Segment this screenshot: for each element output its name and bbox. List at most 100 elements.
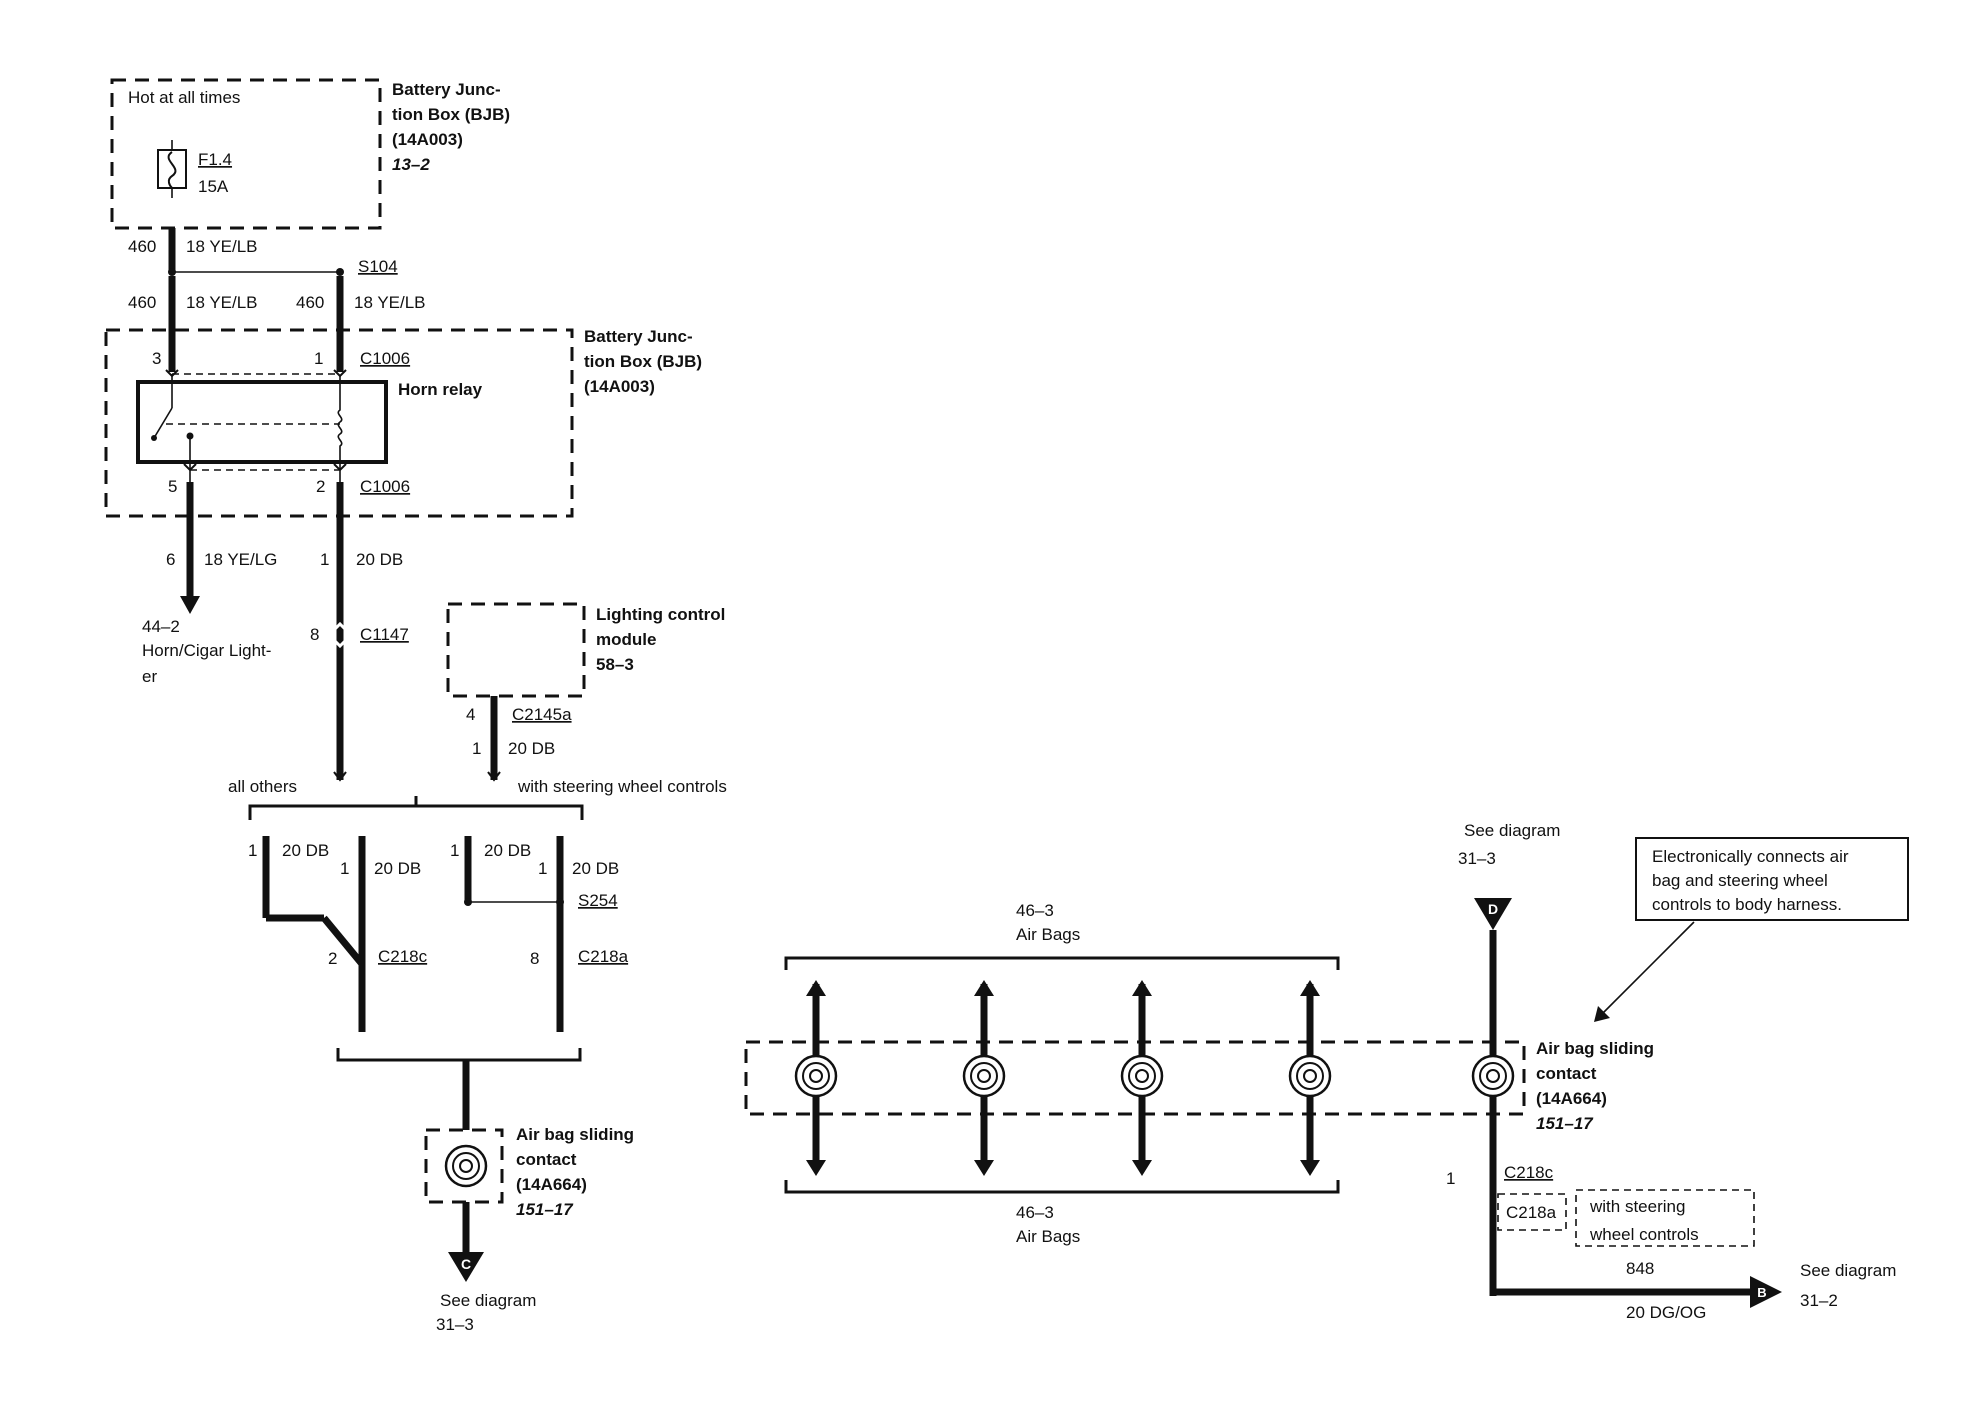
- sliding-right-title1: Air bag sliding: [1536, 1039, 1654, 1058]
- variant-all-others: all others: [228, 777, 297, 796]
- pin-2: 2: [316, 477, 325, 496]
- lcm-ref: 58–3: [596, 655, 634, 674]
- airbags-top-ref: 46–3: [1016, 901, 1054, 920]
- horn-label-line1: Horn/Cigar Light-: [142, 641, 271, 660]
- sliding-contact-strip: [744, 1040, 1526, 1116]
- see-diagram-c: See diagram: [440, 1291, 536, 1310]
- see-diagram-b: See diagram: [1800, 1261, 1896, 1280]
- bjb-title-line2: tion Box (BJB): [392, 105, 510, 124]
- c218-w3-gauge: 20 DB: [484, 841, 531, 860]
- option-dashed-box: [1575, 1189, 1755, 1247]
- airbag-contact-1: [794, 980, 838, 1176]
- wire-right-circuit: 460: [296, 293, 324, 312]
- wire-top-circuit: 460: [128, 237, 156, 256]
- sliding-right-title3: (14A664): [1536, 1089, 1607, 1108]
- c218-w2-pin: 1: [340, 859, 349, 878]
- air-bag-sliding-contact-left: Air bag sliding contact (14A664) 151–17: [424, 1125, 634, 1219]
- note-line3: controls to body harness.: [1652, 895, 1842, 914]
- see-diagram-c-ref: 31–3: [436, 1315, 474, 1334]
- wire-left-circuit: 460: [128, 293, 156, 312]
- note-pointer: [1599, 921, 1695, 1017]
- horn-relay-label: Horn relay: [398, 380, 483, 399]
- lcm-conn-pin: 4: [466, 705, 475, 724]
- c218-w2-gauge: 20 DB: [374, 859, 421, 878]
- right-conn-c218c: C218c: [1504, 1163, 1554, 1182]
- marker-c-triangle: [448, 1252, 484, 1282]
- airbags-bottom-bracket: [784, 1180, 1340, 1194]
- clockspring-icon: [444, 1144, 488, 1188]
- pin-5: 5: [168, 477, 177, 496]
- horn-label-line2: er: [142, 667, 157, 686]
- airbags-bottom-ref: 46–3: [1016, 1203, 1054, 1222]
- marker-d-triangle: [1474, 898, 1512, 930]
- option-line1: with steering: [1589, 1197, 1685, 1216]
- lighting-module-outline: [446, 602, 586, 698]
- bjb-title-line1: Battery Junc-: [392, 80, 501, 99]
- pin-3: 3: [152, 349, 161, 368]
- s104-label: S104: [358, 257, 398, 276]
- db-pin: 1: [320, 550, 329, 569]
- marker-b-triangle: [1750, 1276, 1782, 1308]
- note-line2: bag and steering wheel: [1652, 871, 1828, 890]
- gauge-20dg-og: 20 DG/OG: [1626, 1303, 1706, 1322]
- variant-steering-controls: with steering wheel controls: [517, 777, 727, 796]
- c218-bracket: [336, 1048, 582, 1062]
- option-line2: wheel controls: [1589, 1225, 1699, 1244]
- bjb2-title-line2: tion Box (BJB): [584, 352, 702, 371]
- see-diagram-d-ref: 31–3: [1458, 849, 1496, 868]
- c218a-label: C218a: [578, 947, 629, 966]
- note-box: Electronically connects air bag and stee…: [1635, 837, 1909, 921]
- c218-w1-gauge: 20 DB: [282, 841, 329, 860]
- fuse-rating: 15A: [198, 177, 229, 196]
- c1147-pin: 8: [310, 625, 319, 644]
- variant-bracket: [248, 804, 584, 820]
- wire-right-gauge: 18 YE/LB: [354, 293, 426, 312]
- lcm-wire-gauge: 20 DB: [508, 739, 555, 758]
- c1006-top: C1006: [360, 349, 410, 368]
- c218-w4-pin: 1: [538, 859, 547, 878]
- sliding-left-title2: contact: [516, 1150, 577, 1169]
- lcm-conn: C2145a: [512, 705, 572, 724]
- sliding-left-ref: 151–17: [516, 1200, 574, 1219]
- note-line1: Electronically connects air: [1652, 847, 1849, 866]
- c218-w1-pin: 1: [248, 841, 257, 860]
- db-gauge: 20 DB: [356, 550, 403, 569]
- c218-w4-gauge: 20 DB: [572, 859, 619, 878]
- c218a-dashed-box: [1497, 1193, 1567, 1231]
- sliding-left-title3: (14A664): [516, 1175, 587, 1194]
- c218c-pin: 2: [328, 949, 337, 968]
- lcm-title-line1: Lighting control: [596, 605, 725, 624]
- c218a-pin: 8: [530, 949, 539, 968]
- right-conn-c218a: C218a: [1506, 1203, 1557, 1222]
- wire-top-gauge: 18 YE/LB: [186, 237, 258, 256]
- c218-w3-pin: 1: [450, 841, 459, 860]
- bjb2-title-line1: Battery Junc-: [584, 327, 693, 346]
- c1006-bottom: C1006: [360, 477, 410, 496]
- sliding-right-ref: 151–17: [1536, 1114, 1594, 1133]
- horn-pin: 6: [166, 550, 175, 569]
- sliding-left-title1: Air bag sliding: [516, 1125, 634, 1144]
- marker-b-letter: B: [1757, 1285, 1766, 1300]
- fuse-icon: [157, 140, 187, 198]
- see-diagram-b-ref: 31–2: [1800, 1291, 1838, 1310]
- horn-branch-arrow: [180, 596, 200, 614]
- hot-at-all-times-label: Hot at all times: [128, 88, 240, 107]
- horn-gauge: 18 YE/LG: [204, 550, 277, 569]
- see-diagram-d: See diagram: [1464, 821, 1560, 840]
- horn-ref: 44–2: [142, 617, 180, 636]
- sliding-right-title2: contact: [1536, 1064, 1597, 1083]
- circuit-848: 848: [1626, 1259, 1654, 1278]
- wire-left-gauge: 18 YE/LB: [186, 293, 258, 312]
- c1147-label: C1147: [360, 625, 409, 644]
- splice-s104: [168, 268, 344, 276]
- lcm-title-line2: module: [596, 630, 656, 649]
- right-pin: 1: [1446, 1169, 1455, 1188]
- airbag-contact-4: [1288, 980, 1332, 1176]
- lighting-control-module: Lighting control module 58–3: [446, 602, 725, 698]
- horn-relay: [136, 380, 388, 464]
- s254-label: S254: [578, 891, 618, 910]
- marker-d-letter: D: [1488, 901, 1498, 917]
- bjb-fuse-box: Hot at all times F1.4 15A Battery Junc- …: [110, 78, 510, 230]
- airbags-top-label: Air Bags: [1016, 925, 1080, 944]
